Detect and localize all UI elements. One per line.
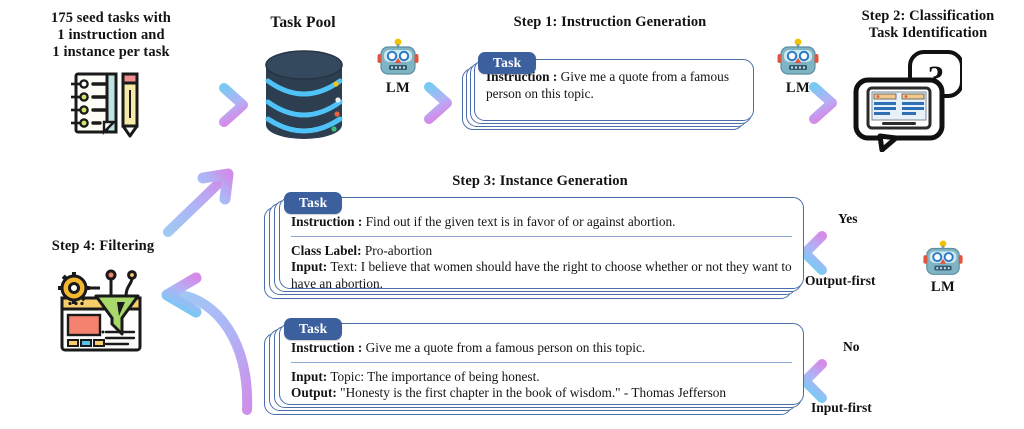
row-label: Input: xyxy=(291,259,328,274)
task-badge: Task xyxy=(284,192,343,214)
step3-heading: Step 3: Instance Generation xyxy=(452,173,628,189)
arrow-cards-to-filtering xyxy=(161,272,253,415)
task-badge: Task xyxy=(478,52,537,74)
row-text: "Honesty is the first chapter in the boo… xyxy=(340,385,727,400)
task-pool-caption: Task Pool xyxy=(270,14,336,31)
row-text: Give me a quote from a famous person on … xyxy=(486,69,729,101)
row-text: Topic: The importance of being honest. xyxy=(330,368,540,384)
seed-caption: 175 seed tasks with 1 instruction and 1 … xyxy=(51,10,171,60)
robot-icon-3 xyxy=(922,238,964,280)
row-text: Text: I believe that women should have t… xyxy=(291,259,792,289)
filter-funnel-window-icon xyxy=(54,262,152,354)
arrow-branch-yes xyxy=(800,231,903,275)
arrow-seed-to-pool xyxy=(145,83,248,127)
arrow-branch-no xyxy=(800,359,903,403)
lm-label-3: LM xyxy=(930,279,956,295)
row-text: Pro-abortion xyxy=(364,242,433,258)
robot-icon-2 xyxy=(776,36,820,80)
row-text: Find out if the given text is in favor o… xyxy=(365,214,676,229)
lm-label-1: LM xyxy=(385,80,411,96)
row-text: Give me a quote from a famous person on … xyxy=(365,340,646,355)
robot-icon-1 xyxy=(376,36,420,80)
row-label: Instruction : xyxy=(291,214,363,229)
step2-heading: Step 2: Classification Task Identificati… xyxy=(861,8,995,41)
database-icon xyxy=(258,45,350,145)
branch-label-input-first: Input-first xyxy=(811,400,872,415)
row-label: Output: xyxy=(291,385,337,400)
step1-card-stack[interactable]: Instruction : Give me a quote from a fam… xyxy=(462,52,754,138)
row-label: Input: xyxy=(291,368,328,384)
card-row: Instruction : Find out if the given text… xyxy=(291,207,792,231)
arrow-filtering-to-pool xyxy=(163,168,234,237)
task-badge: Task xyxy=(284,318,343,340)
lm-label-2: LM xyxy=(785,80,811,96)
task-card[interactable]: Instruction : Give me a quote from a fam… xyxy=(279,323,804,405)
row-label: Class Label: xyxy=(291,242,362,258)
branch-label-yes: Yes xyxy=(838,211,858,226)
row-label: Instruction : xyxy=(291,340,363,355)
task-card[interactable]: Instruction : Find out if the given text… xyxy=(279,197,804,289)
speech-bubble-document-question-icon: ? xyxy=(852,46,964,153)
notebook-pencil-icon xyxy=(57,66,147,140)
branch-label-no: No xyxy=(843,339,860,354)
branch-label-output-first: Output-first xyxy=(805,273,876,288)
step1-heading: Step 1: Instruction Generation xyxy=(513,14,707,30)
card-row: Class Label: Pro-abortion Input: Text: I… xyxy=(291,235,792,289)
step3-generation-card-stack[interactable]: Instruction : Give me a quote from a fam… xyxy=(264,318,804,418)
step4-heading: Step 4: Filtering xyxy=(51,238,155,254)
card-row: Instruction : Give me a quote from a fam… xyxy=(291,333,792,357)
step3-classification-card-stack[interactable]: Instruction : Find out if the given text… xyxy=(264,192,804,302)
card-row: Input: Topic: The importance of being ho… xyxy=(291,361,792,402)
